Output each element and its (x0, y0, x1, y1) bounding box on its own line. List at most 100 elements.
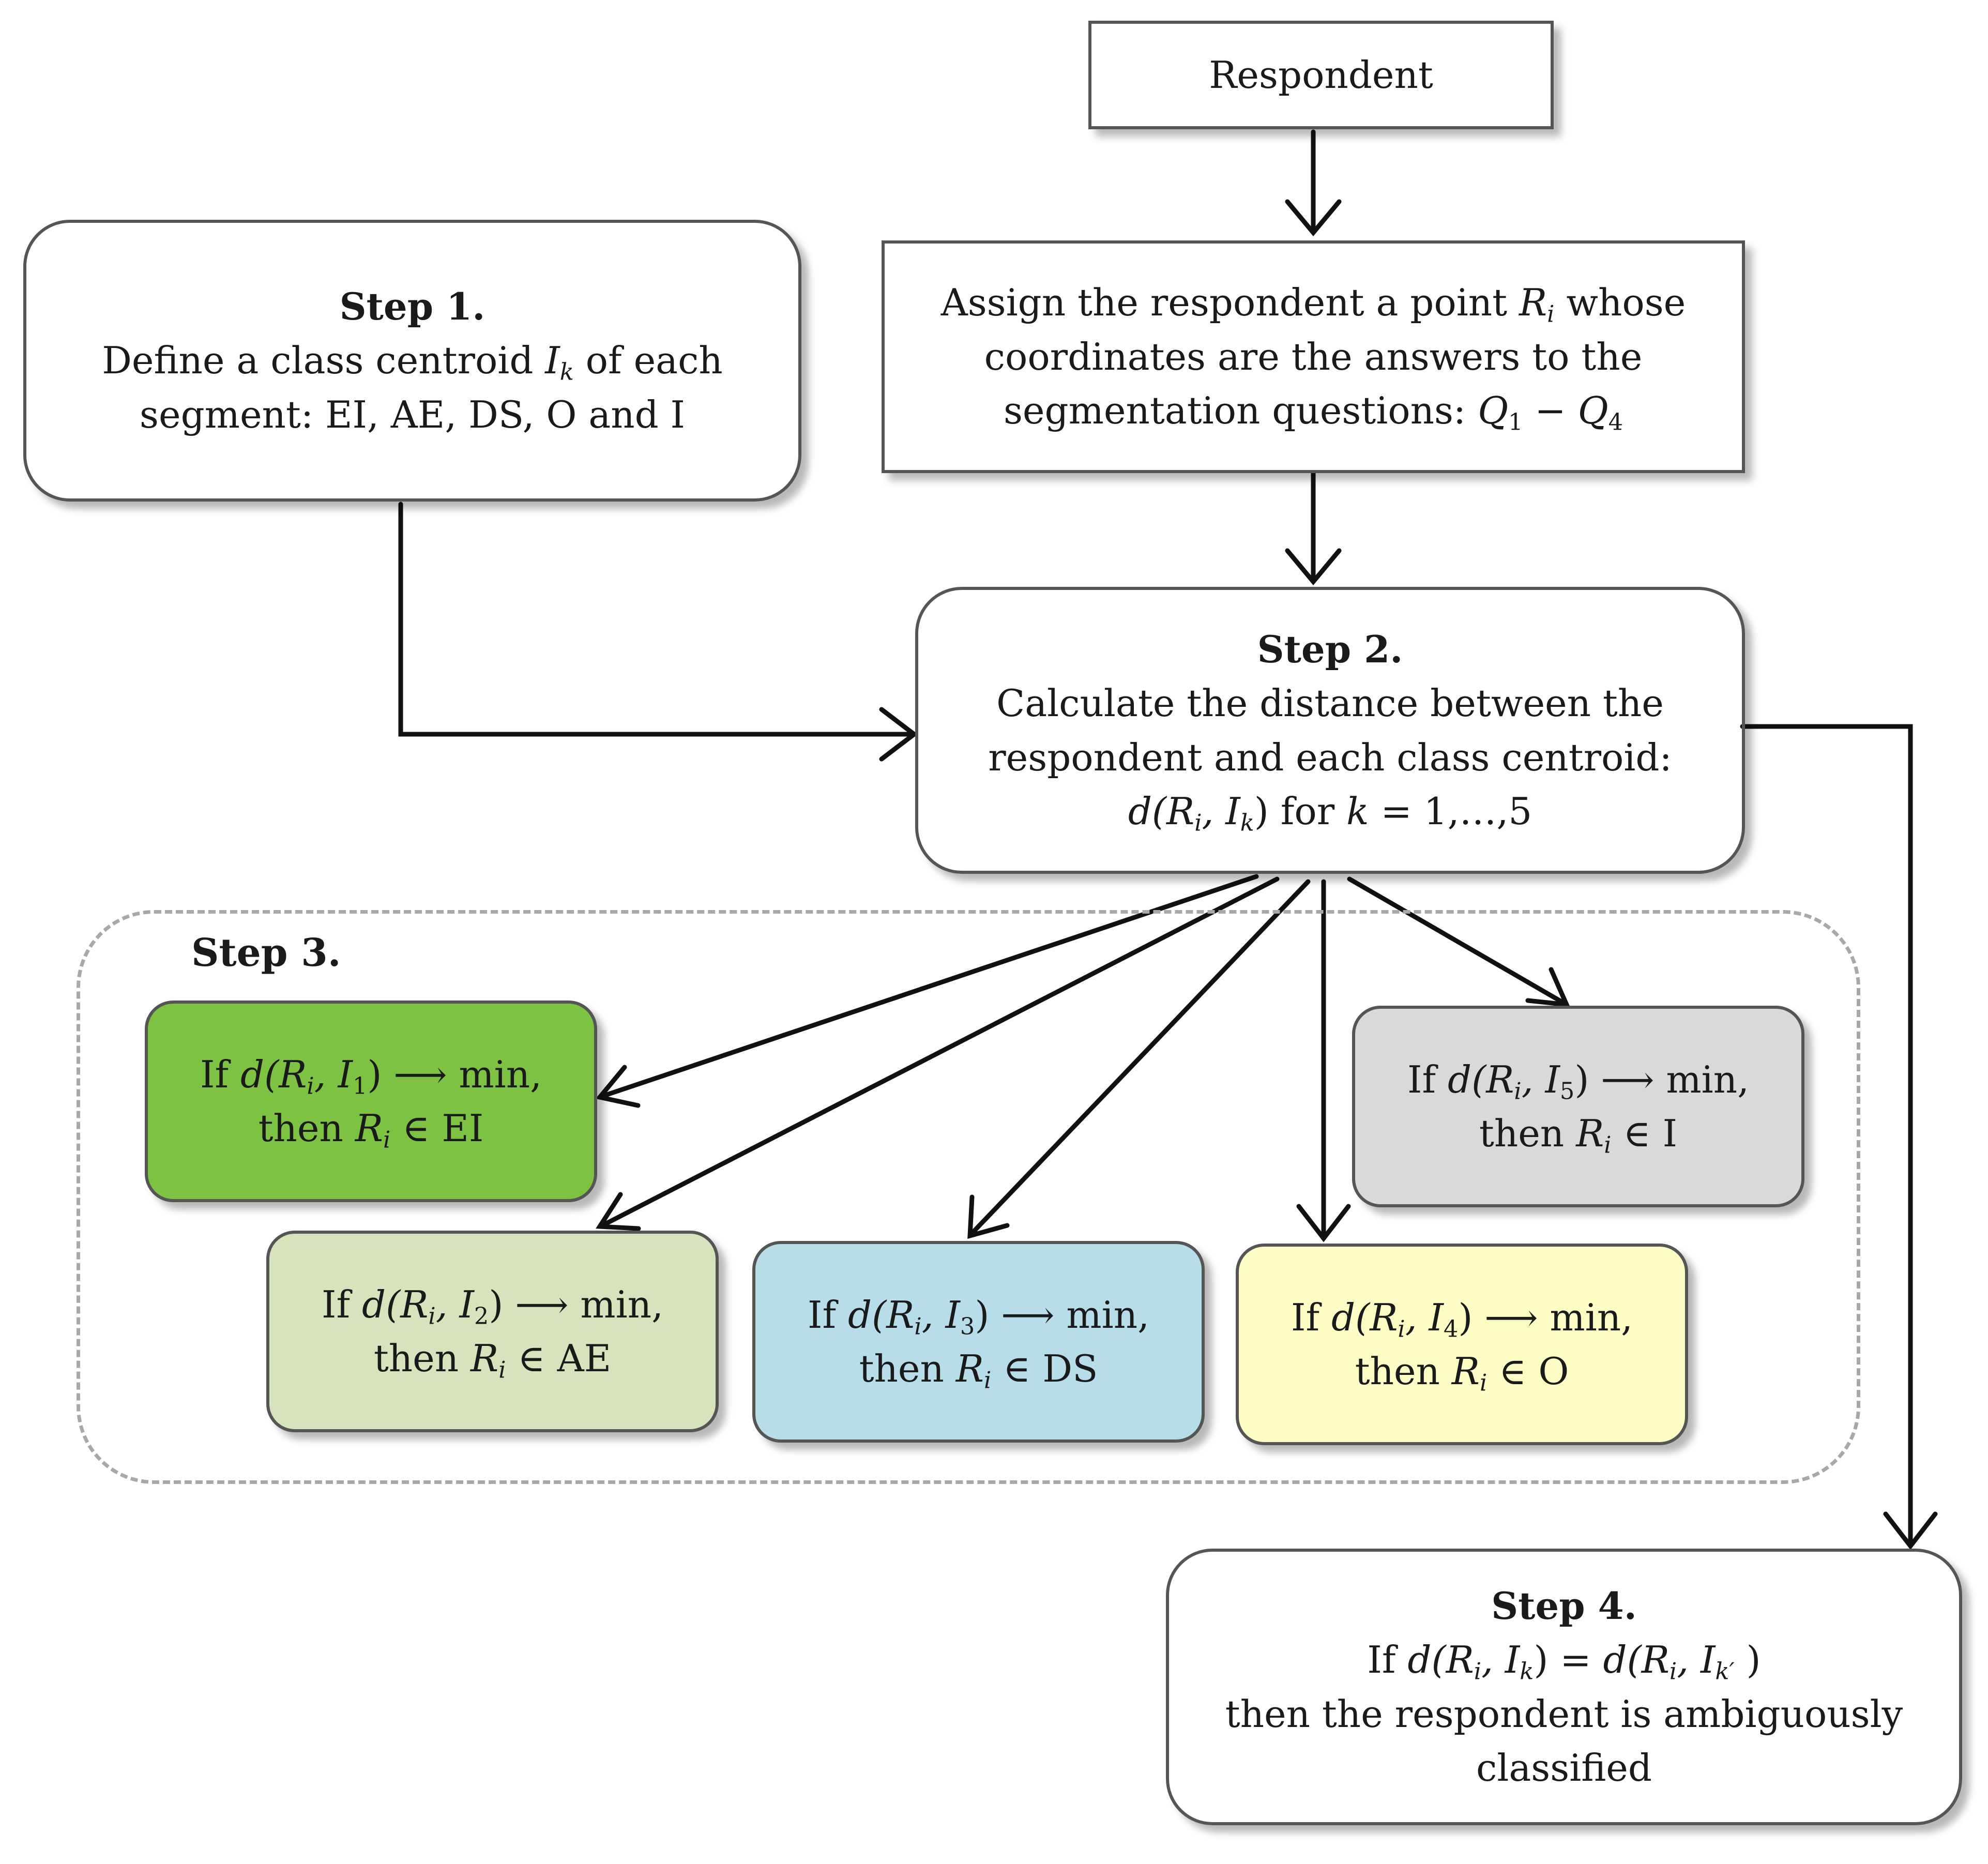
rule-index: 4 (1443, 1315, 1459, 1343)
rule-r: R (955, 1347, 984, 1390)
assign-point-box: Assign the respondent a point Ri whose c… (882, 240, 1745, 473)
assign-line-1: Assign the respondent a point Ri whose (941, 276, 1686, 329)
rule-sub-i: i (914, 1313, 922, 1340)
rule-min: ) ⟶ min, (1574, 1057, 1749, 1101)
rule-r: R (1451, 1350, 1480, 1393)
step2-formula: d(Ri, Ik) for k = 1,…,5 (1128, 784, 1532, 838)
step3-title: Step 3. (191, 931, 341, 975)
assign-line-2: coordinates are the answers to the (984, 335, 1643, 378)
step4-i: , I (1481, 1638, 1520, 1682)
step3-group (77, 910, 1860, 1484)
arrowhead-respondent-to-assign (1285, 199, 1342, 237)
rule-in: ∈ (390, 1107, 442, 1150)
rule-r: R (355, 1107, 384, 1150)
step4-prime: ′ (1729, 1658, 1735, 1685)
rule-index: 2 (474, 1302, 489, 1330)
rule-if: If (200, 1052, 241, 1096)
rule-condition: If d(Ri, I2) ⟶ min, (322, 1278, 663, 1331)
step4-sub-k-2: k (1715, 1658, 1729, 1685)
rule-if: If (322, 1282, 362, 1326)
rule-then: then (373, 1337, 471, 1380)
rule-box-ae: If d(Ri, I2) ⟶ min,then Ri ∈ AE (266, 1231, 719, 1432)
rule-result-sub-i: i (1604, 1131, 1612, 1159)
step1-title: Step 1. (339, 284, 485, 328)
step2-formula-close: ) (1254, 789, 1269, 833)
step4-i-2: , I (1677, 1638, 1716, 1682)
rule-box-ei: If d(Ri, I1) ⟶ min,then Ri ∈ EI (145, 1001, 597, 1202)
step1-line-2: segment: EI, AE, DS, O and I (140, 392, 685, 436)
rule-d-open: d(R (1448, 1057, 1514, 1101)
step1-line-1-end: of each (573, 339, 723, 383)
rule-sub-i: i (1514, 1078, 1522, 1105)
rule-in: ∈ (991, 1347, 1043, 1390)
rule-in: ∈ (506, 1337, 557, 1380)
assign-minus: − (1523, 389, 1578, 433)
step4-title: Step 4. (1491, 1583, 1637, 1628)
step2-formula-k: k (1346, 789, 1369, 833)
step4-sub-k: k (1520, 1658, 1534, 1685)
step2-title: Step 2. (1257, 627, 1403, 671)
rule-in: ∈ (1487, 1350, 1539, 1393)
rule-then: then (859, 1347, 956, 1390)
rule-i: , I (921, 1293, 960, 1337)
assign-q4-sub: 4 (1608, 408, 1623, 436)
step4-formula: If d(Ri, Ik) = d(Ri, Ik′ ) (1367, 1633, 1761, 1687)
rule-box-i: If d(Ri, I5) ⟶ min,then Ri ∈ I (1352, 1006, 1804, 1207)
rule-d-open: d(R (240, 1052, 307, 1096)
rule-min: ) ⟶ min, (1458, 1295, 1633, 1339)
rule-condition: If d(Ri, I4) ⟶ min, (1291, 1291, 1633, 1344)
rule-box-o: If d(Ri, I4) ⟶ min,then Ri ∈ O (1236, 1244, 1688, 1445)
rule-result: then Ri ∈ O (1355, 1344, 1569, 1398)
step2-box: Step 2. Calculate the distance between t… (915, 587, 1745, 874)
rule-sub-i: i (307, 1072, 314, 1100)
rule-d-open: d(R (848, 1293, 915, 1337)
rule-min: ) ⟶ min, (489, 1282, 663, 1326)
arrowhead-step2-to-rule-ei (595, 1065, 641, 1108)
step4-eq: ) = (1534, 1638, 1603, 1682)
arrowhead-assign-to-step2 (1285, 548, 1342, 586)
rule-sub-i: i (1398, 1315, 1405, 1343)
step2-formula-sub-i: i (1194, 809, 1202, 837)
rule-result-sub-i: i (983, 1367, 992, 1394)
arrowhead-step2-to-rule-i (1525, 967, 1571, 1008)
rule-sub-i: i (428, 1302, 436, 1330)
step1-var-i: I (545, 339, 560, 383)
arrowhead-step1-to-step2 (879, 707, 918, 762)
arrowhead-step2-to-rule-ae (596, 1192, 641, 1231)
rule-result: then Ri ∈ AE (374, 1331, 611, 1385)
step2-formula-sub-k: k (1240, 809, 1254, 837)
step4-close: ) (1734, 1638, 1761, 1682)
rule-i: , I (314, 1052, 353, 1096)
step2-formula-i: , I (1202, 789, 1240, 833)
rule-result: then Ri ∈ I (1479, 1107, 1677, 1160)
rule-segment: I (1662, 1112, 1678, 1155)
assign-line-3-text: segmentation questions: (1003, 389, 1478, 433)
assign-q1: Q (1478, 389, 1509, 433)
rule-r: R (471, 1337, 499, 1380)
rule-index: 3 (960, 1313, 975, 1340)
step4-sub-kprime: k′ (1715, 1658, 1734, 1685)
rule-then: then (258, 1107, 355, 1150)
rule-index: 5 (1559, 1078, 1575, 1105)
rule-condition: If d(Ri, I1) ⟶ min, (200, 1048, 542, 1101)
rule-segment: DS (1042, 1347, 1098, 1390)
rule-result: then Ri ∈ DS (859, 1342, 1098, 1396)
step4-line-2: then the respondent is ambiguously (1225, 1692, 1903, 1736)
rule-r: R (1576, 1112, 1604, 1155)
arrow-step2-to-rule-ae (600, 876, 1280, 1228)
arrow-step2-to-rule-ds (969, 879, 1311, 1236)
rule-min: ) ⟶ min, (367, 1052, 542, 1096)
respondent-label: Respondent (1209, 53, 1433, 97)
arrowhead-step2-to-step4 (1883, 1511, 1938, 1550)
rule-d-open: d(R (1331, 1295, 1398, 1339)
step1-line-1: Define a class centroid Ik of each (102, 334, 723, 387)
rule-if: If (808, 1293, 848, 1337)
rule-if: If (1291, 1295, 1332, 1339)
arrow-step1-to-step2 (398, 502, 915, 737)
arrow-step2-to-rule-i (1347, 876, 1567, 1006)
step2-line-1: Calculate the distance between the (996, 681, 1664, 725)
rule-i: , I (435, 1282, 474, 1326)
arrowhead-step2-to-rule-ds (967, 1194, 1010, 1239)
